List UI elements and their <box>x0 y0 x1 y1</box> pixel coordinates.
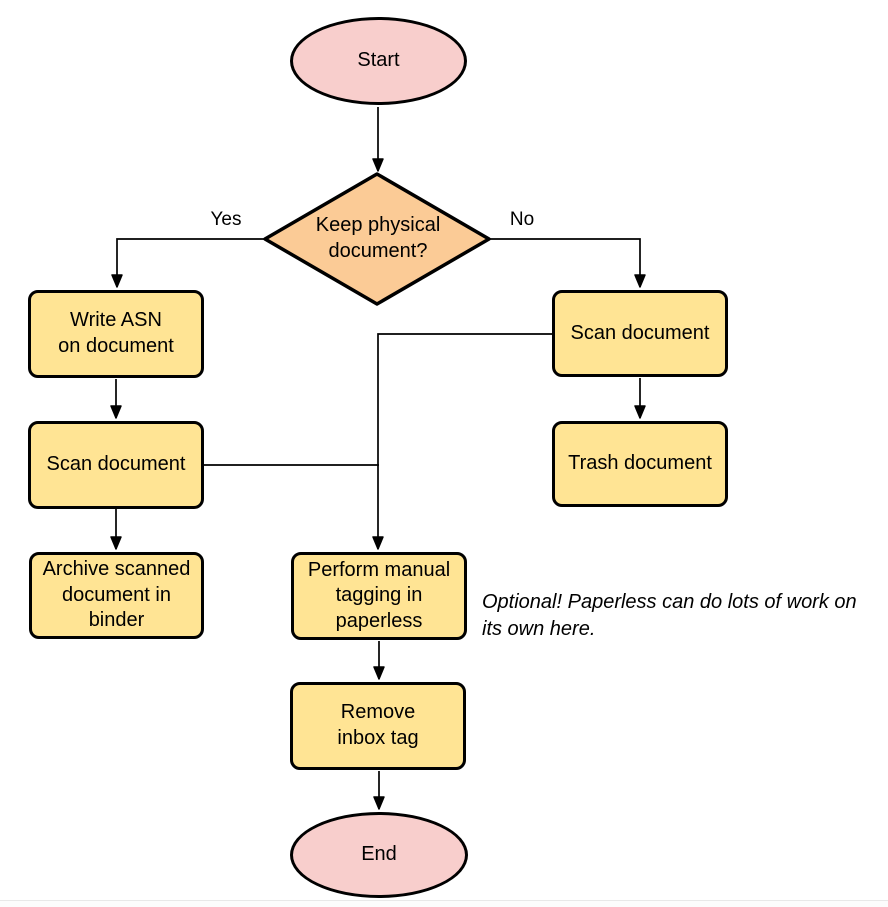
edge-decision-yes-to-write-asn <box>111 238 265 288</box>
process-remove-inbox-tag: Remove inbox tag <box>290 682 466 770</box>
edge-scan-right-to-tagging <box>372 333 552 550</box>
process-scan-document-right: Scan document <box>552 290 728 377</box>
edge-label-no: No <box>509 209 535 230</box>
start-terminator: Start <box>290 17 467 105</box>
process-scan-document-left: Scan document <box>28 421 204 509</box>
process-archive-scanned-document: Archive scanned document in binder <box>29 552 204 639</box>
edge-label-yes: Yes <box>210 209 242 230</box>
end-terminator: End <box>290 812 468 898</box>
process-trash-document: Trash document <box>552 421 728 507</box>
decision-keep-physical-document: Keep physical document? <box>315 214 441 262</box>
edge-decision-no-to-scan-right <box>489 238 646 288</box>
annotation-optional-note: Optional! Paperless can do lots of work … <box>482 591 857 640</box>
bottom-divider <box>0 900 888 907</box>
decision-diamond-shape <box>263 172 491 306</box>
process-manual-tagging: Perform manual tagging in paperless <box>291 552 467 640</box>
process-write-asn-on-document: Write ASN on document <box>28 290 204 378</box>
